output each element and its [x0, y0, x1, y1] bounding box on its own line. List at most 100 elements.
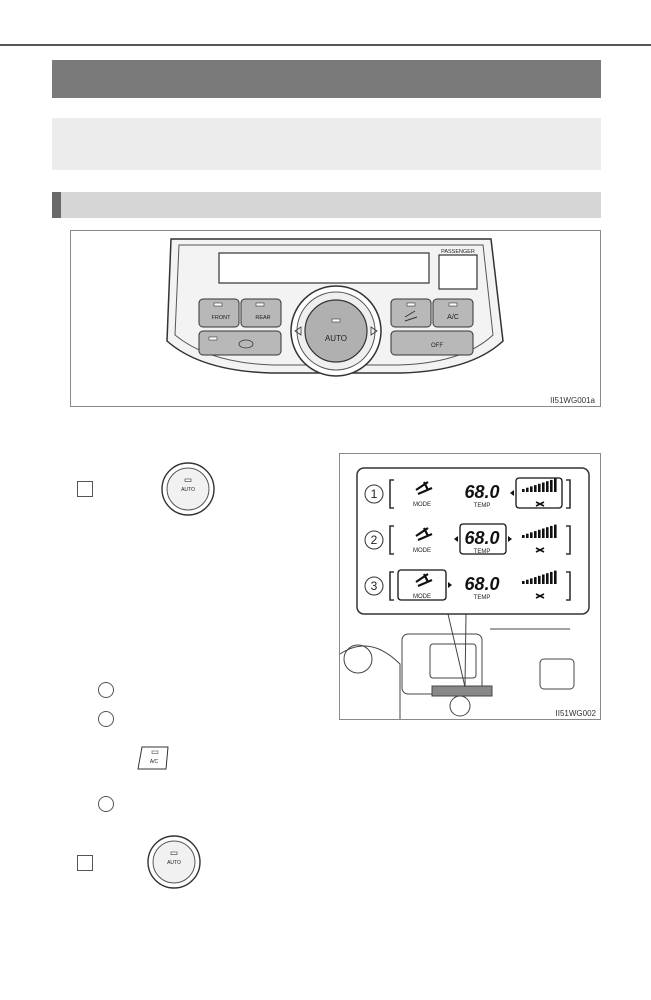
dial-right-arrow-icon: [370, 326, 378, 336]
temp-value: 68.0: [464, 482, 499, 502]
rear-label: REAR: [255, 315, 270, 321]
row-number-circle: [364, 530, 384, 550]
mode-label: MODE: [413, 548, 431, 554]
fan-bar: [546, 527, 549, 538]
fan-bar: [546, 481, 549, 492]
list-number-circle: [98, 796, 114, 812]
ac-label: A/C: [447, 314, 459, 321]
fan-bar: [542, 528, 545, 538]
selection-frame: [515, 477, 563, 509]
display-illustration: 1MODE68.0TEMP2MODE68.0TEMP3MODE68.0TEMP …: [340, 467, 597, 719]
fan-bar: [530, 532, 533, 538]
fan-bar: [542, 482, 545, 492]
section-heading-accent: [52, 192, 61, 218]
fan-bar: [554, 524, 557, 538]
auto-button-icon: AUTO: [161, 462, 215, 516]
control-panel-illustration: PASSENGER FRONT REAR A/C OFF AUTO II51WG…: [166, 238, 596, 405]
intro-box: [52, 118, 601, 170]
recirculation-button[interactable]: [198, 330, 282, 356]
fan-bar: [550, 525, 553, 538]
fan-bar: [538, 529, 541, 538]
recirculation-icon: [238, 339, 254, 349]
ac-button-icon: A/C: [137, 746, 169, 770]
temp-label: TEMP: [474, 503, 491, 509]
ac-button[interactable]: [432, 298, 474, 328]
fan-bar: [522, 489, 525, 492]
fan-speed-bars: [522, 478, 557, 492]
rear-defrost-button[interactable]: [240, 298, 282, 328]
dashboard-sketch: [340, 613, 575, 719]
fan-off-button[interactable]: [390, 330, 474, 356]
list-number-circle: [98, 682, 114, 698]
dial-left-arrow-icon: [294, 326, 302, 336]
fan-bar: [554, 478, 557, 492]
auto-button[interactable]: [304, 299, 368, 363]
left-arrow-icon: [510, 490, 514, 496]
page-title-bar: [52, 60, 601, 98]
fan-bar: [522, 535, 525, 538]
fan-bar: [526, 533, 529, 538]
step-marker-1: [77, 481, 93, 497]
passenger-indicator: [438, 254, 478, 290]
header-rule: [0, 44, 651, 46]
fan-bar: [534, 531, 537, 538]
selection-frame: [397, 569, 447, 601]
row-number: 3: [371, 579, 378, 593]
temp-label: TEMP: [474, 549, 491, 555]
auto-button-icon: AUTO: [147, 835, 201, 889]
control-panel-figure: PASSENGER FRONT REAR A/C OFF AUTO II51WG…: [70, 230, 601, 407]
right-arrow-icon: [508, 536, 512, 542]
ac-button-label: A/C: [150, 759, 159, 765]
section-heading-bar: [52, 192, 601, 218]
off-label: OFF: [431, 343, 443, 349]
auto-button-label: AUTO: [181, 487, 195, 493]
fan-bar: [526, 487, 529, 492]
figure1-code: II51WG001a: [550, 396, 595, 405]
front-label: FRONT: [212, 315, 232, 321]
display-slot: [218, 252, 430, 284]
mode-icon: [415, 527, 433, 542]
fan-bar: [530, 578, 533, 584]
left-arrow-icon: [454, 536, 458, 542]
row-number-circle: [364, 576, 384, 596]
fan-bar: [534, 485, 537, 492]
auto-button-label: AUTO: [167, 860, 181, 866]
temp-label: TEMP: [474, 595, 491, 601]
mode-label: MODE: [413, 502, 431, 508]
fan-bar: [538, 483, 541, 492]
passenger-label: PASSENGER: [441, 249, 475, 255]
figure2-code: II51WG002: [556, 709, 597, 718]
fan-bar: [554, 570, 557, 584]
fan-bar: [542, 574, 545, 584]
fan-icon: [535, 593, 545, 599]
temp-value: 68.0: [464, 574, 499, 594]
row-number-circle: [364, 484, 384, 504]
temp-value: 68.0: [464, 528, 499, 548]
fan-bar: [550, 479, 553, 492]
mode-icon: [404, 310, 418, 322]
selection-frame: [459, 523, 507, 555]
fan-bar: [530, 486, 533, 492]
row-number: 2: [371, 533, 378, 547]
right-arrow-icon: [448, 582, 452, 588]
step-marker-2: [77, 855, 93, 871]
fan-icon: [535, 547, 545, 553]
fan-bar: [546, 573, 549, 584]
fan-speed-bars: [522, 570, 557, 584]
auto-label: AUTO: [325, 334, 347, 343]
front-defrost-button[interactable]: [198, 298, 240, 328]
fan-icon: [535, 501, 545, 507]
fan-bar: [534, 577, 537, 584]
fan-bar: [538, 575, 541, 584]
fan-bar: [550, 571, 553, 584]
display-callout: [356, 467, 590, 615]
fan-bar: [522, 581, 525, 584]
fan-speed-bars: [522, 524, 557, 538]
fan-bar: [526, 579, 529, 584]
mode-icon: [415, 573, 433, 588]
mode-label: MODE: [413, 594, 431, 600]
